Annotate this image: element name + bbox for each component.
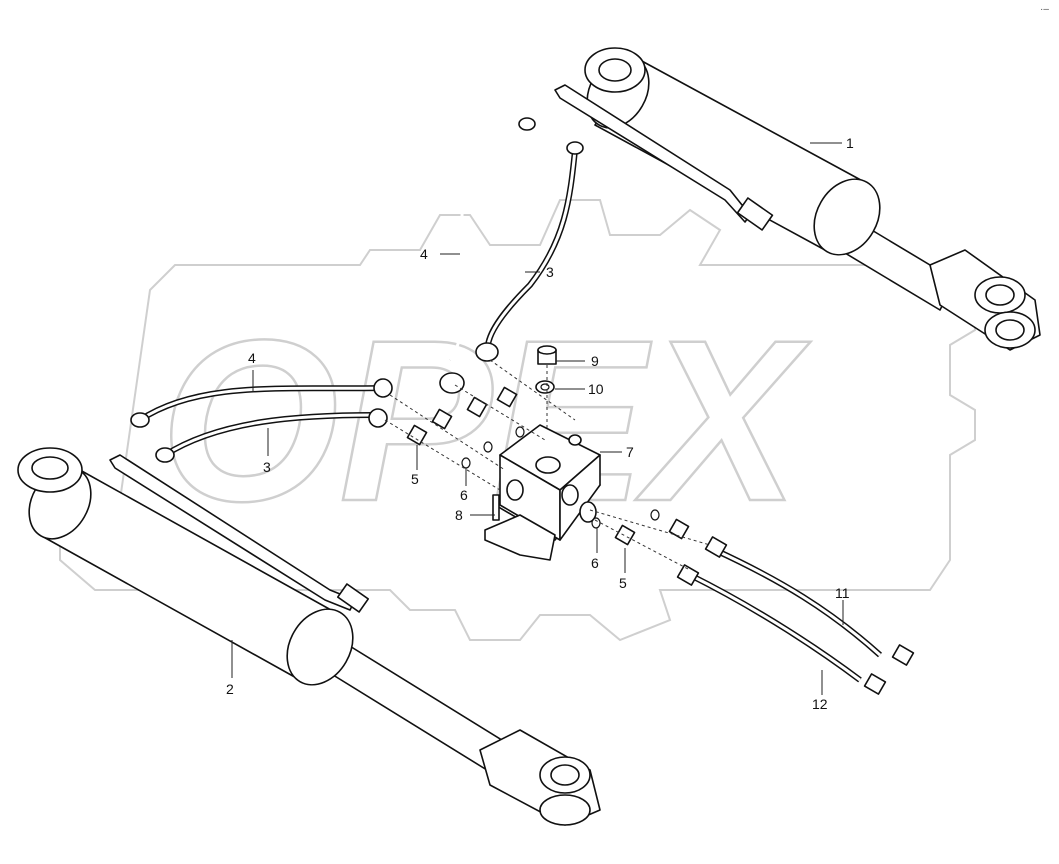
- callout-6-left: 6: [460, 487, 468, 503]
- hose-left-4: [130, 378, 393, 428]
- callout-3-left: 3: [263, 459, 271, 475]
- hydraulic-cylinder-upper: [554, 47, 1041, 351]
- mounting-plate: [484, 494, 556, 561]
- leader-lines: [231, 142, 844, 695]
- callout-12: 12: [812, 696, 828, 712]
- callout-11: 11: [835, 585, 850, 601]
- callout-5-left: 5: [411, 471, 419, 487]
- fittings: [406, 386, 690, 546]
- callout-4-left: 4: [248, 350, 256, 366]
- callout-5-right: 5: [619, 575, 627, 591]
- callout-9: 9: [591, 353, 599, 369]
- hydraulic-cylinder-lower: [17, 447, 601, 826]
- hose-upper-3: [475, 141, 584, 362]
- callout-2: 2: [226, 681, 234, 697]
- corner-mark: ·–: [1040, 4, 1049, 15]
- callout-4-upper: 4: [420, 246, 428, 262]
- hose-12: [676, 564, 887, 695]
- hose-upper-4: [439, 117, 536, 394]
- callout-7: 7: [626, 444, 634, 460]
- callout-8: 8: [455, 507, 463, 523]
- plug-and-washer: [535, 345, 557, 394]
- hose-left-3: [155, 408, 388, 463]
- callout-6-right: 6: [591, 555, 599, 571]
- assembly-lines: [384, 359, 711, 571]
- callout-3-upper: 3: [546, 264, 554, 280]
- hose-11: [704, 536, 915, 666]
- callout-1: 1: [846, 135, 854, 151]
- callouts: 1 2 3 3 4 4 5 5 6 6 7 8 9 10 11 12: [226, 135, 854, 712]
- callout-10: 10: [588, 381, 604, 397]
